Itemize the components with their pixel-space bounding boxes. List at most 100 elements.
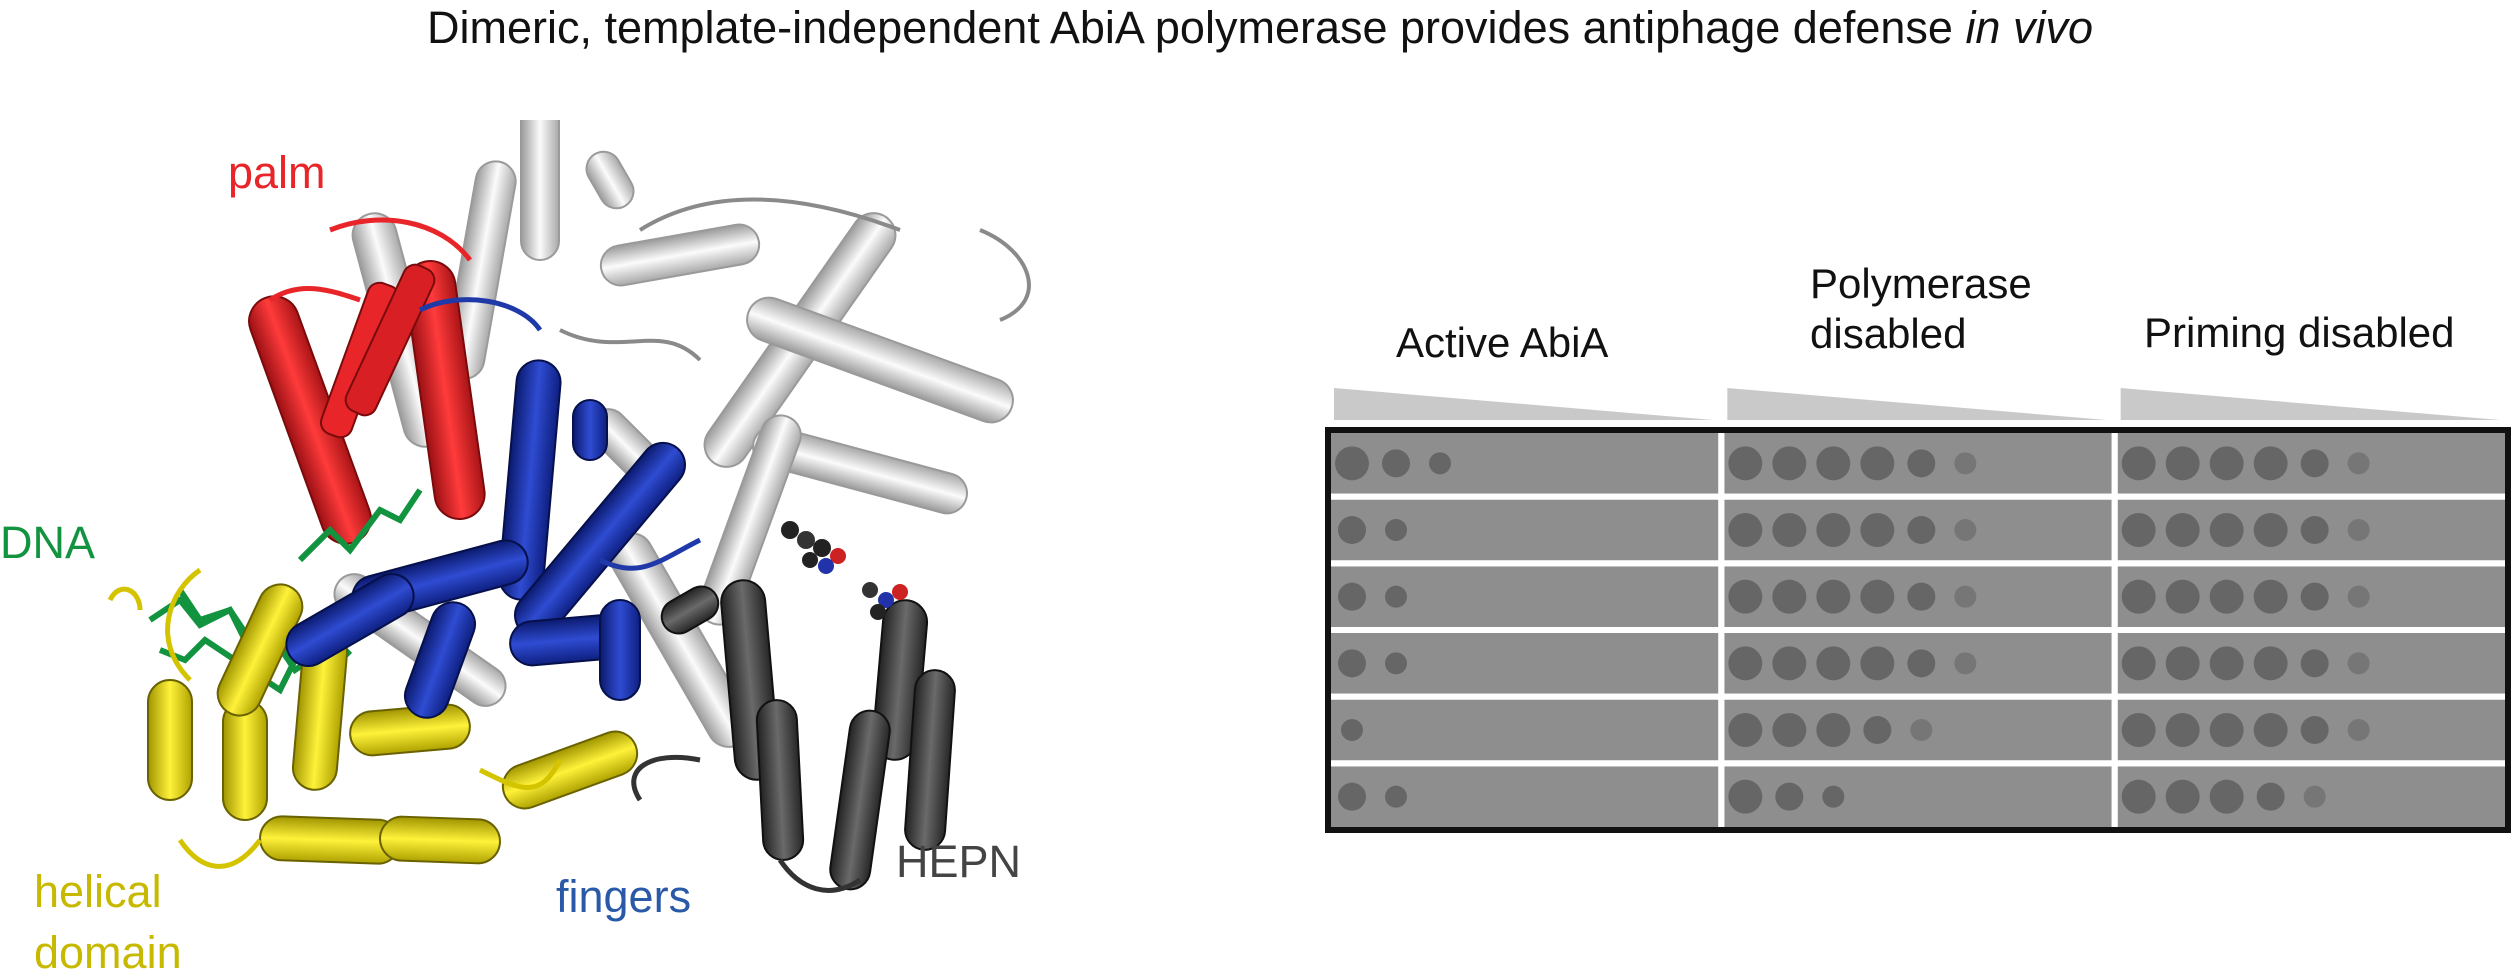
helical-domain-helices (147, 583, 639, 865)
phage-plaque-spot (2121, 513, 2156, 547)
phage-plaque-spot (2165, 513, 2200, 547)
phage-plaque-spot (1772, 446, 1807, 481)
phage-plaque-spot (1382, 449, 1410, 478)
phage-plaque-spot (1728, 713, 1763, 747)
label-palm: palm (228, 147, 326, 198)
phage-plaque-spot (2347, 652, 2370, 675)
phage-plaque-spot (2165, 446, 2200, 481)
phage-plaque-spot (1772, 646, 1807, 681)
phage-plaque-spot (1954, 585, 1977, 608)
phage-plaque-spot (1860, 446, 1895, 481)
hepn-domain-helices (660, 579, 956, 891)
phage-plaque-spot (1954, 652, 1977, 675)
phage-plaque-spot (1860, 513, 1895, 547)
dilution-gradient-wedge (1334, 388, 1714, 420)
phage-plaque-spot (1860, 646, 1895, 681)
phage-plaque-spot (1907, 516, 1936, 544)
phage-plaque-spot (2121, 579, 2156, 614)
phage-plaque-spot (2209, 646, 2244, 681)
phage-plaque-spot (1338, 782, 1366, 811)
phage-plaque-spot (1385, 585, 1407, 608)
phage-plaque-spot (2121, 713, 2156, 747)
phage-plaque-spot (2209, 713, 2244, 747)
label-dna: DNA (0, 517, 95, 568)
phage-plaque-spot (1816, 446, 1851, 481)
phage-plaque-spot (1822, 785, 1845, 808)
phage-plaque-spot (2253, 646, 2288, 681)
phage-plaque-spot (2300, 649, 2329, 678)
plaque-assay-panel: Active AbiA Polymerase disabled Priming … (1320, 260, 2520, 840)
phage-plaque-spot (2303, 785, 2326, 808)
phage-plaque-spot (1816, 646, 1851, 681)
ligand-ball-and-stick (781, 521, 908, 620)
phage-plaque-spot (2209, 446, 2244, 481)
phage-plaque-spot (2165, 579, 2200, 614)
phage-plaque-spot (2347, 585, 2370, 608)
phage-plaque-spot (1954, 452, 1977, 475)
phage-plaque-spot (2347, 719, 2370, 741)
phage-plaque-spot (1816, 513, 1851, 547)
group-label-polymerase-disabled: Polymerase disabled (1810, 260, 2032, 357)
phage-plaque-spot (1385, 652, 1407, 675)
phage-plaque-spot (1728, 579, 1763, 614)
phage-plaque-spot (1816, 713, 1851, 747)
phage-plaque-spot (2253, 446, 2288, 481)
phage-plaque-spot (1338, 582, 1366, 611)
phage-plaque-spot (2347, 519, 2370, 541)
phage-plaque-spot (1772, 579, 1807, 614)
phage-plaque-spot (1728, 446, 1763, 481)
phage-plaque-spot (1860, 579, 1895, 614)
phage-plaque-spot (2165, 646, 2200, 681)
phage-plaque-spot (1863, 716, 1892, 744)
phage-plaque-spot (1772, 713, 1807, 747)
phage-plaque-spot (1341, 719, 1363, 741)
plate-row-strip (1331, 699, 1719, 761)
label-hepn: HEPN (896, 836, 1021, 887)
phage-plaque-spot (1954, 519, 1977, 541)
phage-plaque-spot (1907, 449, 1936, 478)
phage-plaque-spot (1907, 582, 1936, 611)
phage-plaque-spot (2253, 513, 2288, 547)
phage-plaque-spot (1910, 719, 1933, 741)
label-helical: helical (34, 866, 162, 917)
phage-plaque-spot (1385, 519, 1407, 541)
phage-plaque-spot (2300, 582, 2329, 611)
phage-plaque-spot (1335, 446, 1369, 481)
phage-plaque-spot (1728, 646, 1763, 681)
phage-plaque-spot (2121, 779, 2156, 814)
dilution-gradient-wedge (2120, 388, 2500, 420)
phage-plaque-spot (2209, 579, 2244, 614)
phage-plaque-spot (1728, 513, 1763, 547)
label-fingers: fingers (556, 871, 691, 922)
figure-title: Dimeric, template-independent AbiA polym… (427, 2, 2093, 53)
phage-plaque-spot (2300, 516, 2329, 544)
group-label-priming-disabled: Priming disabled (2144, 309, 2455, 356)
dilution-gradient-wedge (1727, 388, 2107, 420)
phage-plaque-spot (2165, 713, 2200, 747)
phage-plaque-spot (1385, 785, 1407, 808)
phage-plaque-spot (2300, 449, 2329, 478)
phage-plaque-spot (1429, 452, 1451, 475)
abia-structure-illustration: palm DNA helical domain fingers HEPN (0, 120, 1031, 978)
phage-plaque-spot (1816, 579, 1851, 614)
phage-plaque-spot (2209, 513, 2244, 547)
phage-plaque-spot (1775, 782, 1804, 811)
plate-frame (1325, 427, 2511, 833)
phage-plaque-spot (2165, 779, 2200, 814)
phage-plaque-spot (1907, 649, 1936, 678)
phage-plaque-spot (2256, 782, 2285, 811)
group-label-active-abia: Active AbiA (1396, 319, 1609, 366)
phage-plaque-spot (2300, 716, 2329, 744)
phage-plaque-spot (2121, 446, 2156, 481)
phage-plaque-spot (2209, 779, 2244, 814)
phage-plaque-spot (1772, 513, 1807, 547)
phage-plaque-spot (1728, 779, 1763, 814)
plaque-grid (1325, 388, 2511, 833)
phage-plaque-spot (1338, 516, 1366, 544)
phage-plaque-spot (2253, 713, 2288, 747)
phage-plaque-spot (2253, 579, 2288, 614)
phage-plaque-spot (2121, 646, 2156, 681)
phage-plaque-spot (1338, 649, 1366, 678)
phage-plaque-spot (2347, 452, 2370, 475)
label-domain: domain (34, 927, 182, 978)
